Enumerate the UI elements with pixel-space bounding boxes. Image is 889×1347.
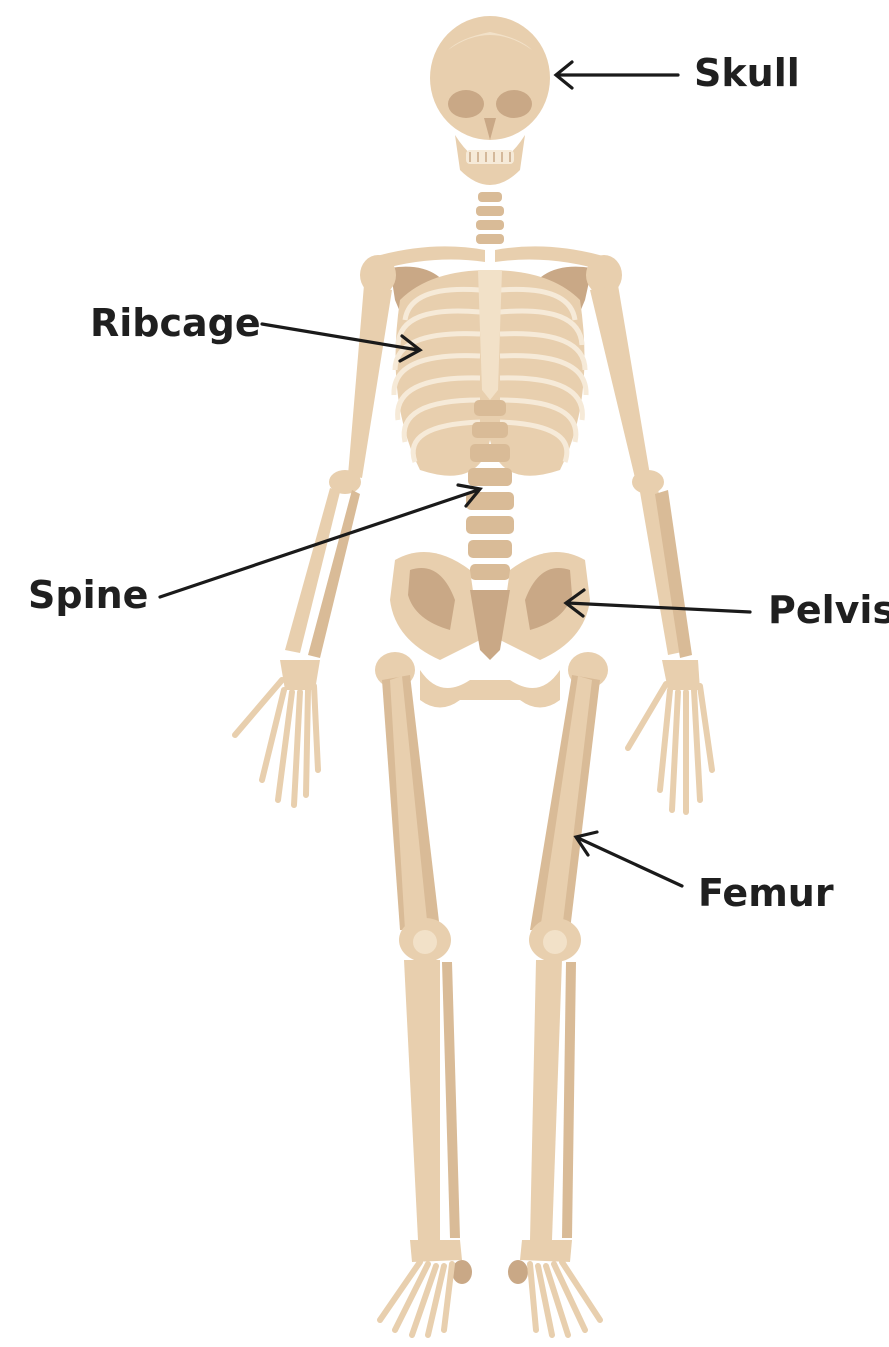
- skeleton-illustration: [235, 16, 712, 1335]
- labels: Skull Ribcage Spine Pelvis Femur: [28, 51, 889, 915]
- neck-vertebrae: [476, 192, 504, 244]
- right-leg: [508, 652, 608, 1335]
- label-femur: Femur: [698, 871, 834, 915]
- label-skull: Skull: [694, 51, 800, 95]
- label-ribcage: Ribcage: [90, 301, 261, 345]
- label-spine: Spine: [28, 573, 148, 617]
- right-arm: [586, 255, 712, 812]
- label-pelvis: Pelvis: [768, 588, 889, 632]
- left-leg: [375, 652, 472, 1335]
- femur-arrow: [576, 832, 682, 886]
- skull-bone: [430, 16, 550, 185]
- skull-arrow: [556, 62, 678, 88]
